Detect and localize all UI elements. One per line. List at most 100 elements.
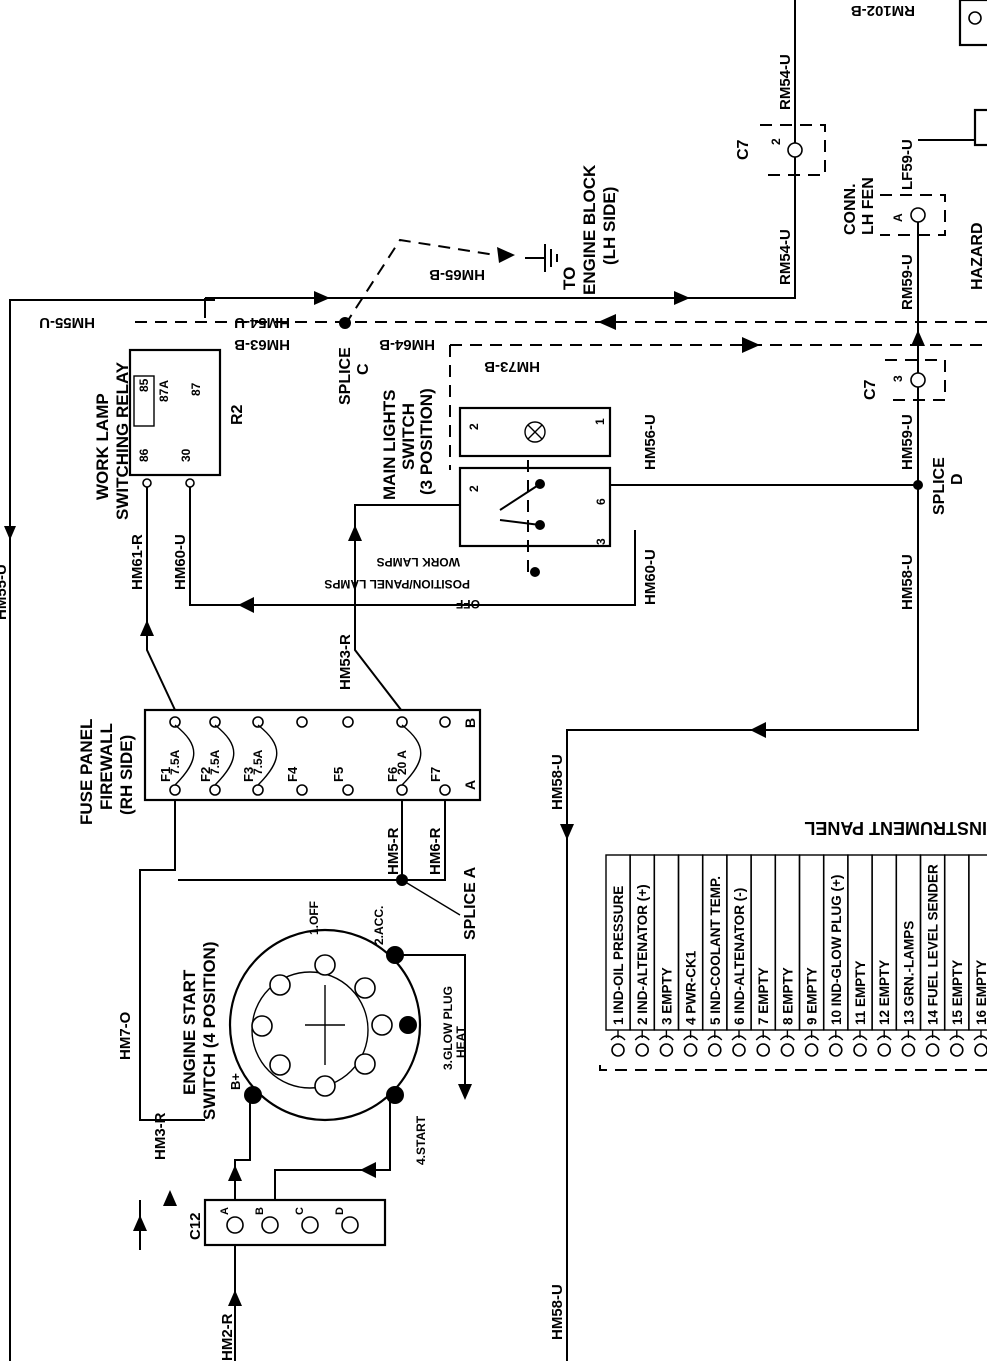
wire-label-lf59: LF59-U: [899, 139, 916, 190]
instrument-pin-socket: [779, 1035, 795, 1041]
fuse-f6-term-top: [396, 716, 408, 728]
arrow-bplus: [228, 1165, 242, 1181]
splice-d-label-1: SPLICE: [931, 457, 948, 515]
start-pos-glow: 3.GLOW PLUG: [441, 986, 455, 1070]
instrument-pin-socket: [658, 1035, 674, 1041]
fuse-rating: 7.5A: [168, 749, 182, 775]
switch-contact-3: [530, 567, 540, 577]
fuse-side-b: B: [462, 718, 478, 728]
fuse-f2-term-top: [209, 716, 221, 728]
ground-label-1: TO: [560, 267, 579, 290]
instrument-pin-socket: [707, 1035, 723, 1041]
instrument-pin-socket: [900, 1035, 916, 1041]
conn-lh-pin: [910, 207, 926, 223]
instrument-pin-label: 1 IND-OIL PRESSURE: [611, 886, 626, 1025]
arrow-hm58: [750, 722, 766, 738]
fuse-side-a: A: [462, 780, 478, 790]
relay-title-1: WORK LAMP: [93, 393, 112, 500]
c7-mid-pin: [910, 372, 926, 388]
wire-hm53: [354, 504, 462, 716]
lamp-icon: [524, 421, 546, 443]
arrow-glow: [458, 1084, 472, 1100]
wire-label-rm54-top: RM54-U: [777, 54, 794, 110]
c12-label: C12: [187, 1212, 204, 1240]
instrument-pin-socket: [610, 1035, 626, 1041]
fuse-element: [214, 724, 235, 786]
c12-pin-c-label: C: [294, 1207, 306, 1215]
instrument-pin-terminal: [756, 1043, 771, 1057]
wire-label-hm3: HM3-R: [152, 1112, 169, 1160]
wire-label-rm102: RM102-B: [851, 2, 915, 19]
c12-pin-c: [301, 1216, 319, 1234]
arrow-hm54-a: [314, 291, 330, 305]
instrument-pin-socket: [683, 1035, 699, 1041]
fuse-panel-body: [143, 708, 482, 802]
wire-label-hm53: HM53-R: [337, 634, 354, 690]
connector-c7-top: C7 2: [735, 124, 826, 176]
switch-pos-panel: POSITION/PANEL LAMPS: [324, 577, 470, 591]
relay-id: R2: [229, 404, 246, 425]
wire-label-hm55-left: HM55-U: [0, 564, 10, 620]
fuse-id: F3: [241, 767, 256, 782]
start-term-bplus: [244, 1086, 262, 1104]
splice-c-label-2: C: [355, 363, 372, 375]
instrument-pin-terminal: [853, 1043, 867, 1057]
switch-pin-6: 6: [594, 498, 608, 505]
start-switch-cross: [305, 985, 345, 1065]
wire-label-hm56: HM56-U: [642, 414, 659, 470]
wire-hm65: [344, 238, 496, 326]
instrument-pin-socket: [876, 1035, 892, 1041]
instrument-pin-label: 11 EMPTY: [853, 960, 868, 1025]
instrument-pin-terminal: [974, 1043, 987, 1057]
instrument-pin-label: 7 EMPTY: [756, 967, 771, 1025]
fuse-f4-term: [296, 784, 308, 796]
instrument-pin-socket: [925, 1035, 941, 1041]
connector-c7-mid: C7 3: [862, 359, 946, 401]
hazard-label: HAZARD: [969, 222, 986, 290]
wire-label-hm58-mid: HM58-U: [899, 554, 916, 610]
c12-pin-b: [261, 1216, 279, 1234]
switch-title-2: SWITCH: [399, 403, 418, 470]
relay-term-30: [185, 478, 195, 488]
arrow-hm73: [742, 337, 760, 353]
start-term-start: [386, 1086, 404, 1104]
instrument-pin-terminal: [635, 1043, 650, 1057]
relay-pin-85: 85: [137, 378, 151, 392]
wire-label-hm60-switch: HM60-U: [642, 549, 659, 605]
instrument-pin-socket: [755, 1035, 771, 1041]
fuse-f5-term: [342, 784, 354, 796]
main-lights-switch: 2 1 2 6 3: [458, 406, 612, 580]
instrument-pin-terminal: [804, 1043, 819, 1057]
conn-label-2: LH FEN: [860, 177, 877, 235]
switch-blades: [499, 483, 541, 526]
instrument-pin-terminal: [828, 1043, 843, 1057]
fuse-f2-term: [209, 784, 221, 796]
arrow-hm61: [140, 620, 154, 636]
fuse-id: F6: [385, 767, 400, 782]
wire-label-hm2: HM2-R: [219, 1313, 236, 1361]
wire-label-rm59: RM59-U: [899, 254, 916, 310]
instrument-pin-label: 9 EMPTY: [805, 967, 820, 1025]
arrow-hm2: [228, 1290, 242, 1306]
rm102-pin: [968, 11, 982, 25]
fuse-title-3: (RH SIDE): [117, 735, 136, 815]
instrument-panel-outline: [599, 1065, 987, 1071]
c12-pin-d-label: D: [334, 1207, 346, 1215]
splice-a-label: SPLICE A: [462, 866, 479, 940]
relay-term-86: [142, 478, 152, 488]
switch-pos-off: OFF: [456, 597, 480, 611]
splice-d-label-2: D: [949, 473, 966, 485]
fuse-f6-term: [396, 784, 408, 796]
start-pos-8: [269, 974, 291, 996]
instrument-pin-label: 15 EMPTY: [950, 960, 965, 1025]
start-term-acc: [386, 946, 404, 964]
wire-bplus: [234, 1095, 251, 1200]
wire-label-rm54-bottom: RM54-U: [777, 229, 794, 285]
relay-title-2: SWITCHING RELAY: [113, 361, 132, 520]
c12-pin-d: [341, 1216, 359, 1234]
wire-label-hm6: HM6-R: [427, 827, 444, 875]
fuse-f5-term-top: [342, 716, 354, 728]
start-term-glow: [399, 1016, 417, 1034]
instrument-panel-label: INSTRUMENT PANEL: [804, 818, 987, 838]
